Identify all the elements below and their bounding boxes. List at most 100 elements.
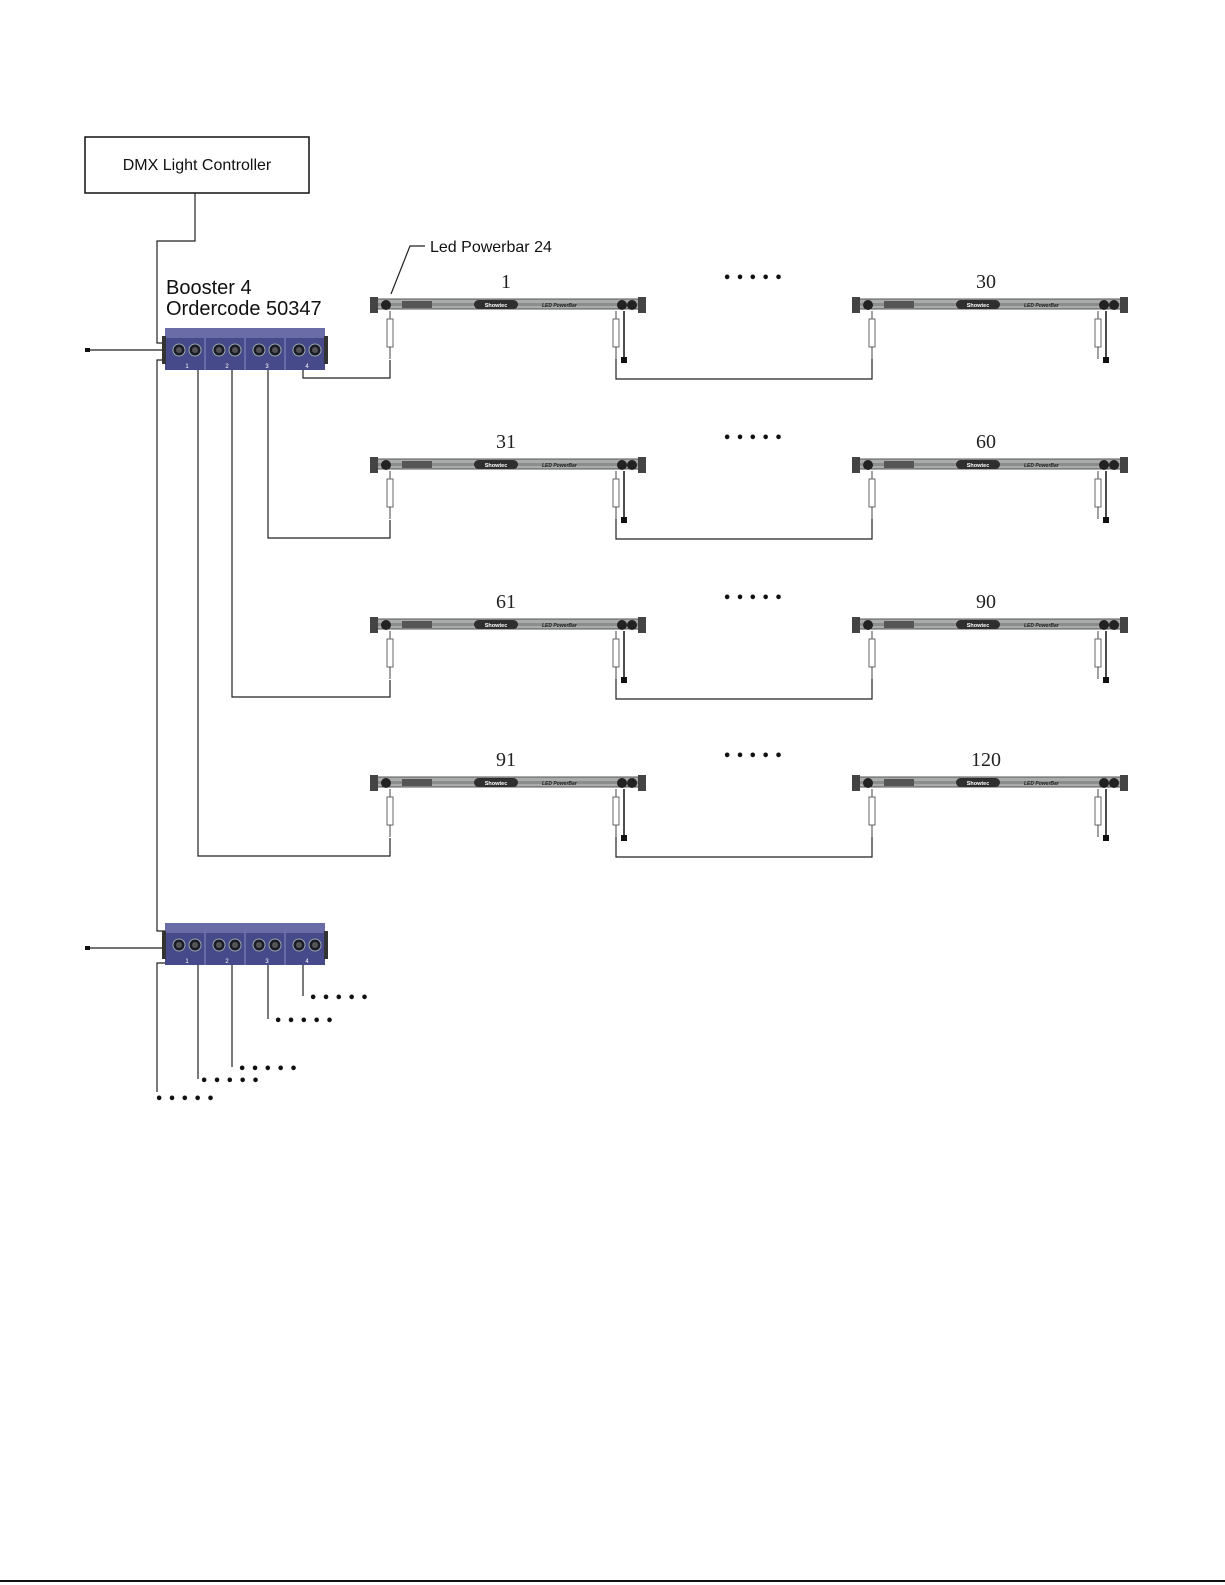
bar-brand-label: Showtec: [967, 623, 990, 629]
port-label: 3: [265, 364, 269, 370]
output-wire-row-1: [302, 360, 391, 379]
continuation-dots: • • • • •: [723, 591, 783, 606]
dmx-cable-out: [612, 630, 620, 680]
bar-brand-label: Showtec: [967, 463, 990, 469]
unit-number: 30: [976, 271, 996, 293]
dmx-cable-in: [386, 310, 394, 360]
led-powerbar-unit: Showtec LED PowerBar: [851, 774, 1129, 792]
bar-brand-label: Showtec: [485, 623, 508, 629]
booster-4-unit: 1 2 3 4: [162, 328, 328, 370]
booster-title: Booster 4: [166, 277, 252, 299]
led-powerbar-unit: Showtec LED PowerBar: [369, 616, 647, 634]
continuation-dots: • • • • •: [238, 1062, 298, 1077]
port-label: 1: [185, 959, 189, 965]
power-cord: [1102, 788, 1110, 842]
dmx-cable-in: [386, 630, 394, 680]
power-cord: [620, 788, 628, 842]
output-wire-row-2: [267, 370, 391, 539]
bar-brand-label: Showtec: [485, 303, 508, 309]
led-powerbar-unit: Showtec LED PowerBar: [851, 296, 1129, 314]
port-label: 1: [185, 364, 189, 370]
continuation-dots: • • • • •: [155, 1092, 215, 1107]
bar-model-label: LED PowerBar: [1024, 463, 1060, 469]
port-label: 2: [225, 364, 229, 370]
port-label: 4: [305, 959, 309, 965]
page-bottom-rule: [0, 1580, 1225, 1582]
dmx-cable-out: [1094, 470, 1102, 520]
daisy-chain-wire: [615, 679, 873, 700]
continuation-dots: • • • • •: [723, 749, 783, 764]
power-cord: [620, 630, 628, 684]
dmx-cable-out: [1094, 630, 1102, 680]
power-cord: [620, 470, 628, 524]
bar-brand-label: Showtec: [485, 781, 508, 787]
dmx-controller-box: [84, 136, 310, 194]
dmx-cable-out: [1094, 310, 1102, 360]
dmx-cable-in: [868, 310, 876, 360]
dmx-cable-out: [612, 310, 620, 360]
bar-model-label: LED PowerBar: [542, 781, 578, 787]
dmx-cable-out: [612, 788, 620, 838]
bar-model-label: LED PowerBar: [542, 463, 578, 469]
port-label: 2: [225, 959, 229, 965]
bar-model-label: LED PowerBar: [542, 303, 578, 309]
daisy-chain-wire: [615, 837, 873, 858]
callout-leader-line: [390, 245, 425, 295]
bar-model-label: LED PowerBar: [1024, 303, 1060, 309]
booster-thru-wire: [156, 359, 165, 932]
controller-label: DMX Light Controller: [123, 157, 272, 174]
mains-plug-icon: [85, 348, 90, 352]
bar-model-label: LED PowerBar: [1024, 623, 1060, 629]
output-wire-row-3: [231, 370, 391, 698]
booster2-thru-wire: [156, 962, 165, 1092]
continuation-dots: • • • • •: [723, 431, 783, 446]
dmx-cable-out: [1094, 788, 1102, 838]
dmx-cable-in: [868, 630, 876, 680]
unit-number: 31: [496, 431, 516, 453]
bar-model-label: LED PowerBar: [1024, 781, 1060, 787]
bar-model-label: LED PowerBar: [542, 623, 578, 629]
continuation-dots: • • • • •: [274, 1014, 334, 1029]
led-powerbar-unit: Showtec LED PowerBar: [851, 616, 1129, 634]
powerbar-callout-label: Led Powerbar 24: [430, 239, 552, 256]
port-label: 3: [265, 959, 269, 965]
continuation-dots: • • • • •: [723, 271, 783, 286]
bar-brand-label: Showtec: [967, 781, 990, 787]
dmx-cable-in: [868, 788, 876, 838]
dmx-cable-in: [868, 470, 876, 520]
led-powerbar-unit: Showtec LED PowerBar: [369, 456, 647, 474]
unit-number: 90: [976, 591, 996, 613]
unit-number: 1: [501, 271, 511, 293]
unit-number: 91: [496, 749, 516, 771]
booster-ordercode: Ordercode 50347: [166, 298, 322, 320]
bar-brand-label: Showtec: [485, 463, 508, 469]
mains-plug-icon: [85, 946, 90, 950]
dmx-cable-in: [386, 788, 394, 838]
power-cord: [1102, 630, 1110, 684]
output-wire-row-4: [197, 370, 391, 857]
power-cord: [1102, 470, 1110, 524]
controller-to-booster-wire: [156, 193, 196, 344]
dmx-cable-in: [386, 470, 394, 520]
power-cord: [620, 310, 628, 364]
continuation-dots: • • • • •: [309, 991, 369, 1006]
led-powerbar-unit: Showtec LED PowerBar: [851, 456, 1129, 474]
power-cord: [1102, 310, 1110, 364]
unit-number: 61: [496, 591, 516, 613]
continuation-dots: • • • • •: [200, 1074, 260, 1089]
led-powerbar-unit: Showtec LED PowerBar: [369, 774, 647, 792]
booster-4-unit-2: 1 2 3 4: [162, 923, 328, 965]
bar-brand-label: Showtec: [967, 303, 990, 309]
unit-number: 60: [976, 431, 996, 453]
port-label: 4: [305, 364, 309, 370]
led-powerbar-unit: Showtec LED PowerBar: [369, 296, 647, 314]
unit-number: 120: [971, 749, 1001, 771]
daisy-chain-wire: [615, 359, 873, 380]
dmx-cable-out: [612, 470, 620, 520]
